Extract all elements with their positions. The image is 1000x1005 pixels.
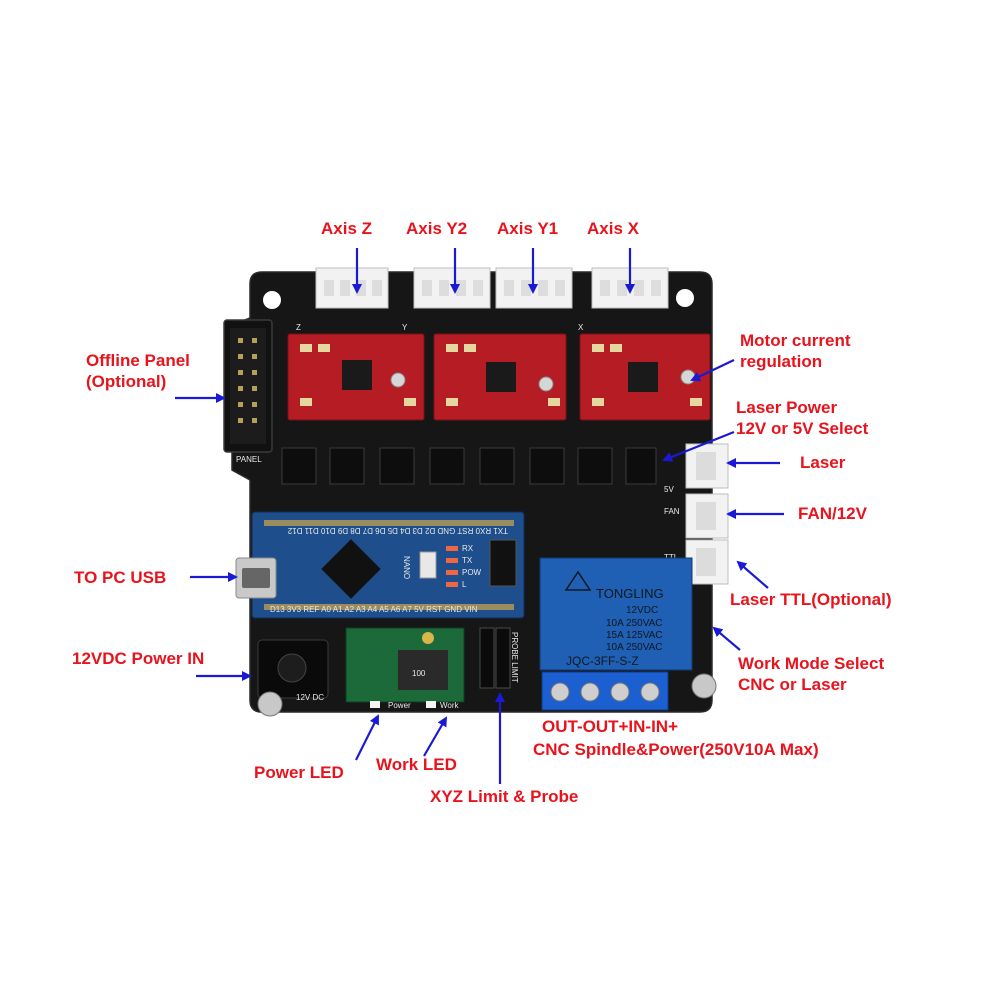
nano-top-pins: TX1 RX0 RST GND D2 D3 D4 D5 D6 D7 D8 D9 … bbox=[287, 526, 508, 535]
label-laser: Laser bbox=[800, 453, 846, 472]
label-laser-power-line1: Laser Power bbox=[736, 398, 838, 417]
dc-power-jack bbox=[257, 639, 329, 699]
label-spindle: CNC Spindle&Power(250V10A Max) bbox=[533, 740, 819, 759]
nano-led-tx: TX bbox=[462, 556, 473, 565]
motor-connector-y2 bbox=[413, 267, 491, 309]
screw-terminal bbox=[541, 671, 669, 711]
mini-usb-port bbox=[235, 557, 277, 599]
label-out-in: OUT-OUT+IN-IN+ bbox=[542, 717, 679, 736]
label-work-mode: Work Mode Select CNC or Laser bbox=[738, 653, 884, 695]
laser-ttl-connector bbox=[685, 539, 729, 585]
arrow-power-led bbox=[355, 714, 379, 761]
relay-line-2: 10A 250VAC bbox=[606, 618, 663, 629]
relay-brand: TONGLING bbox=[596, 586, 664, 601]
label-laser-power: Laser Power 12V or 5V Select bbox=[736, 397, 868, 439]
arrow-work-mode bbox=[712, 626, 741, 651]
offline-panel-header bbox=[223, 319, 273, 453]
label-power-led: Power LED bbox=[254, 763, 344, 782]
label-work-mode-line2: CNC or Laser bbox=[738, 675, 847, 694]
motor-connector-z bbox=[315, 267, 389, 309]
mount-hole-top-right bbox=[676, 289, 694, 307]
label-motor-current: Motor current regulation bbox=[740, 330, 851, 372]
nano-name: NANO bbox=[402, 556, 411, 579]
label-offline-panel-line2: (Optional) bbox=[86, 372, 167, 391]
relay-line-4: 10A 250VAC bbox=[606, 642, 663, 653]
screw-bottom-right bbox=[691, 673, 717, 699]
stepper-driver-x bbox=[579, 333, 711, 421]
nano-led-rx: RX bbox=[462, 544, 474, 553]
nano-bottom-pins: D13 3V3 REF A0 A1 A2 A3 A4 A5 A6 A7 5V R… bbox=[270, 605, 478, 614]
relay bbox=[539, 557, 693, 671]
label-axis-y2: Axis Y2 bbox=[406, 219, 468, 238]
label-work-mode-line1: Work Mode Select bbox=[738, 654, 885, 673]
arrow-motor-current bbox=[690, 359, 735, 382]
arduino-nano bbox=[251, 511, 525, 619]
mount-hole-top-left bbox=[263, 291, 281, 309]
arrow-laser-power bbox=[662, 430, 735, 462]
label-power-in: 12VDC Power IN bbox=[72, 649, 205, 668]
silk-work: Work bbox=[440, 701, 460, 710]
label-motor-current-line2: regulation bbox=[740, 352, 823, 371]
laser-connector bbox=[685, 443, 729, 489]
buck-converter bbox=[345, 627, 465, 703]
relay-model: JQC-3FF-S-Z bbox=[566, 654, 639, 668]
silk-z: Z bbox=[296, 323, 301, 332]
work-led bbox=[426, 701, 436, 708]
arrow-work-led bbox=[423, 716, 448, 757]
silk-fan: FAN bbox=[664, 507, 680, 516]
power-led bbox=[370, 701, 380, 708]
silk-y: Y bbox=[402, 323, 408, 332]
silk-5v: 5V bbox=[664, 485, 674, 494]
limit-probe-pins bbox=[479, 627, 511, 689]
label-to-pc-usb: TO PC USB bbox=[74, 568, 167, 587]
label-fan: FAN/12V bbox=[798, 504, 867, 523]
stepper-driver-y2 bbox=[433, 333, 567, 421]
fan-connector bbox=[685, 493, 729, 539]
label-axis-x: Axis X bbox=[587, 219, 639, 238]
microstep-jumpers bbox=[281, 447, 657, 485]
nano-led-l: L bbox=[462, 580, 467, 589]
label-motor-current-line1: Motor current bbox=[740, 331, 851, 350]
silk-probe-limit: PROBE LIMIT bbox=[510, 632, 519, 683]
label-axis-y1: Axis Y1 bbox=[497, 219, 559, 238]
screw-bottom-left bbox=[257, 691, 283, 717]
label-offline-panel-line1: Offline Panel bbox=[86, 351, 190, 370]
silk-12vdc: 12V DC bbox=[296, 693, 324, 702]
label-work-led: Work LED bbox=[376, 755, 457, 774]
relay-line-1: 12VDC bbox=[626, 605, 658, 616]
label-laser-power-line2: 12V or 5V Select bbox=[736, 419, 869, 438]
silk-power: Power bbox=[388, 701, 411, 710]
arrow-laser-ttl bbox=[736, 560, 769, 589]
silk-panel: PANEL bbox=[236, 455, 262, 464]
callout-arrows bbox=[175, 248, 784, 784]
stepper-driver-z bbox=[287, 333, 425, 421]
nano-led-pow: POW bbox=[462, 568, 482, 577]
label-limit-probe: XYZ Limit & Probe bbox=[430, 787, 579, 806]
label-laser-ttl: Laser TTL(Optional) bbox=[730, 590, 892, 609]
silk-x: X bbox=[578, 323, 584, 332]
relay-line-3: 15A 125VAC bbox=[606, 630, 663, 641]
buck-value: 100 bbox=[412, 669, 426, 678]
label-axis-z: Axis Z bbox=[321, 219, 373, 238]
label-offline-panel: Offline Panel (Optional) bbox=[86, 350, 190, 392]
